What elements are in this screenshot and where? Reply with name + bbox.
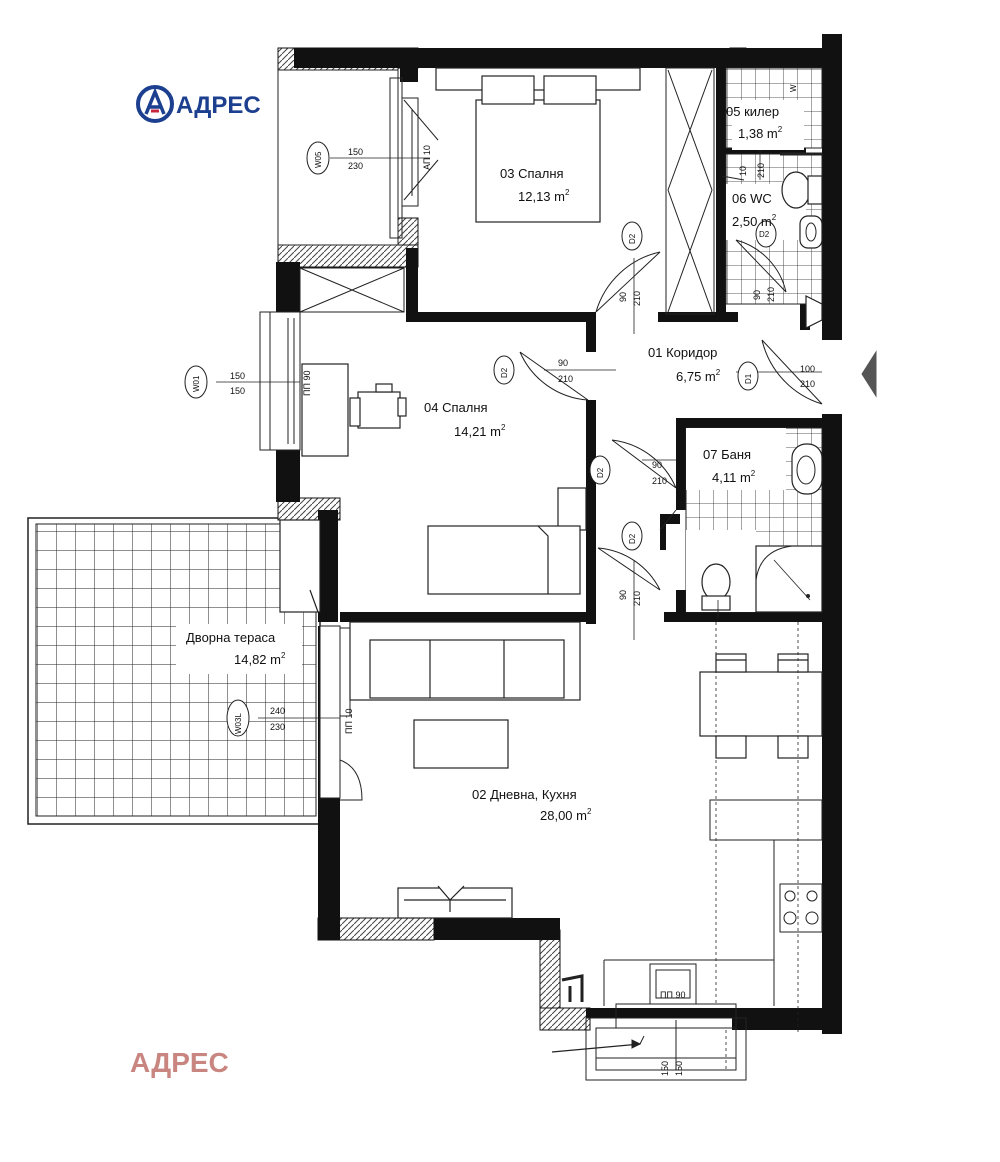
room-06-name: 06 WC xyxy=(732,191,772,206)
logo-mark-icon xyxy=(136,85,174,123)
d2-b-height: 210 xyxy=(558,374,573,384)
d2-e-height: 210 xyxy=(766,287,776,302)
tv-stand xyxy=(397,885,513,919)
wardrobe xyxy=(665,67,715,315)
d2-a-height: 210 xyxy=(632,291,642,306)
w01-pp90: ПП 90 xyxy=(302,371,312,396)
bed-04 xyxy=(279,487,587,613)
d2-c-width: 90 xyxy=(652,460,662,470)
tag-d2-b-text: D2 xyxy=(500,367,509,378)
wc-dim-210: 210 xyxy=(756,163,766,178)
room-02-name: 02 Дневна, Кухня xyxy=(472,787,577,802)
tag-d2-c-text: D2 xyxy=(596,467,605,478)
brand-logo: АДРЕС xyxy=(136,85,261,123)
terrace xyxy=(27,517,321,825)
room-05-area: 1,38 m2 xyxy=(738,125,783,141)
room-07-name: 07 Баня xyxy=(703,447,751,462)
tag-w05-text: W05 xyxy=(314,151,323,168)
d2-a-width: 90 xyxy=(618,292,628,302)
w03l-height: 230 xyxy=(270,722,285,732)
d2-c-height: 210 xyxy=(652,476,667,486)
tag-w05 xyxy=(306,141,330,175)
room-05-name: 05 килер xyxy=(726,104,779,119)
w01-height: 150 xyxy=(230,386,245,396)
tag-d2-d-text: D2 xyxy=(628,533,637,544)
kitchen-counter xyxy=(561,799,823,1006)
tag-d2-e-text: D2 xyxy=(759,230,770,239)
wc-06: W xyxy=(725,67,823,329)
w03l-pp10: ПП 10 xyxy=(344,709,354,734)
tag-d2-b xyxy=(493,355,515,385)
room-01-name: 01 Коридор xyxy=(648,345,717,360)
tag-d1-text: D1 xyxy=(744,373,753,384)
window-w05 xyxy=(277,69,439,246)
w05-ap10: АП 10 xyxy=(422,145,432,170)
coffee-table xyxy=(413,719,509,769)
w03l-width: 240 xyxy=(270,706,285,716)
tag-d2-e xyxy=(755,220,777,248)
room-01-area: 6,75 m2 xyxy=(676,368,721,384)
w05-width: 150 xyxy=(348,147,363,157)
svg-text:W: W xyxy=(789,84,798,92)
tag-w03l xyxy=(226,699,250,737)
terrace-area: 14,82 m2 xyxy=(234,651,286,667)
window-w01 xyxy=(259,311,301,451)
room-07-area: 4,11 m2 xyxy=(712,469,756,485)
d2-d-height: 210 xyxy=(632,591,642,606)
window-w03l xyxy=(319,625,363,801)
d2-e-width: 90 xyxy=(752,290,762,300)
kitchen-dim-150a: 150 xyxy=(660,1061,670,1076)
wc-dim-10: 10 xyxy=(738,166,748,176)
tag-w03l-text: W03L xyxy=(234,713,243,734)
d2-b-width: 90 xyxy=(558,358,568,368)
bed-03 xyxy=(435,67,641,223)
storage-04 xyxy=(299,267,405,313)
sofa xyxy=(349,621,581,701)
tag-d2-d xyxy=(621,521,643,551)
room-04-name: 04 Спалня xyxy=(424,400,488,415)
kitchen-dim-150b: 150 xyxy=(674,1061,684,1076)
w01-width: 150 xyxy=(230,371,245,381)
tag-d2-a xyxy=(621,221,643,251)
kitchen-pp90: ПП 90 xyxy=(660,990,685,1000)
tag-d2-a-text: D2 xyxy=(628,233,637,244)
tag-d2-c xyxy=(589,455,611,485)
desk-04 xyxy=(301,363,407,457)
tag-w01-text: W01 xyxy=(192,375,201,392)
room-06-area: 2,50 m2 xyxy=(732,213,777,229)
room-04-area: 14,21 m2 xyxy=(454,423,506,439)
d1-width: 100 xyxy=(800,364,815,374)
dining-set xyxy=(699,653,823,759)
room-02-area: 28,00 m2 xyxy=(540,807,592,823)
d1-height: 210 xyxy=(800,379,815,389)
watermark-text: АДРЕС xyxy=(130,1047,229,1078)
terrace-name: Дворна тераса xyxy=(186,630,276,645)
w05-height: 230 xyxy=(348,161,363,171)
bathroom-07 xyxy=(659,427,823,613)
d2-d-width: 90 xyxy=(618,590,628,600)
logo-text: АДРЕС xyxy=(176,92,261,119)
room-03-area: 12,13 m2 xyxy=(518,188,570,204)
room-03-name: 03 Спалня xyxy=(500,166,564,181)
tag-w01 xyxy=(184,365,208,399)
tag-d1 xyxy=(737,361,759,391)
